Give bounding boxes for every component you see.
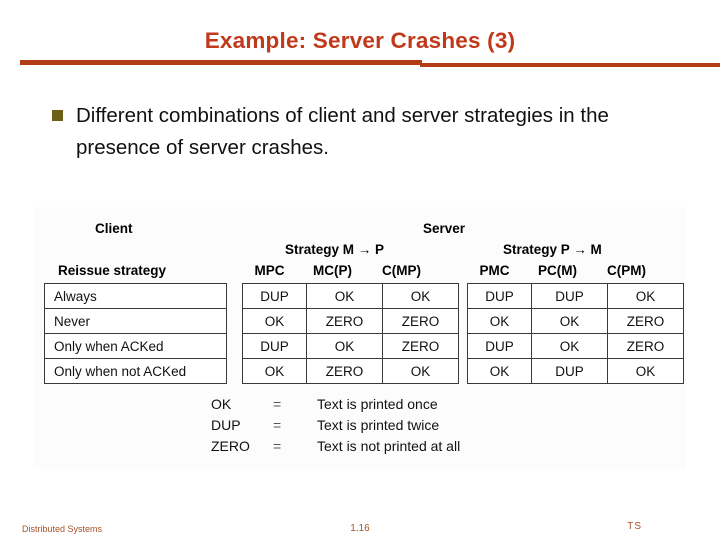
title-divider-right-segment bbox=[420, 63, 720, 67]
cell-mcp: ZERO bbox=[306, 308, 383, 334]
cell-strategy: Only when not ACKed bbox=[44, 358, 227, 384]
column-header-mpc: MPC bbox=[254, 263, 285, 278]
reissue-strategy-table: Always Never Only when ACKed Only when n… bbox=[44, 283, 227, 384]
bullet-item: Different combinations of client and ser… bbox=[52, 100, 672, 164]
column-header-reissue-strategy: Reissue strategy bbox=[58, 263, 167, 278]
legend-item: OK = Text is printed once bbox=[211, 396, 460, 417]
server-strategy-mp-table: DUP OK OK OK ZERO ZERO DUP OK ZERO OK ZE… bbox=[242, 283, 459, 384]
cell-pcm: OK bbox=[531, 333, 608, 359]
cell-strategy: Always bbox=[44, 283, 227, 309]
cell-strategy: Never bbox=[44, 308, 227, 334]
legend-equals: = bbox=[273, 438, 282, 454]
cell-cpm: ZERO bbox=[607, 333, 684, 359]
table-row: DUP OK ZERO bbox=[467, 333, 684, 359]
cell-cmp: ZERO bbox=[382, 333, 459, 359]
legend-key-zero: ZERO bbox=[211, 438, 250, 454]
table-row: DUP OK OK bbox=[242, 283, 459, 309]
table-row: OK ZERO OK bbox=[242, 358, 459, 384]
cell-mcp: ZERO bbox=[306, 358, 383, 384]
title-divider-left-segment bbox=[20, 60, 422, 65]
cell-cpm: OK bbox=[607, 283, 684, 309]
legend-desc-zero: Text is not printed at all bbox=[317, 438, 461, 454]
cell-cpm: ZERO bbox=[607, 308, 684, 334]
cell-mpc: OK bbox=[242, 308, 307, 334]
table-row: Always bbox=[44, 283, 227, 309]
cell-pcm: DUP bbox=[531, 358, 608, 384]
group-label-strategy-pm: Strategy P → M bbox=[503, 242, 602, 257]
figure-legend: OK = Text is printed once DUP = Text is … bbox=[211, 396, 460, 459]
cell-mcp: OK bbox=[306, 283, 383, 309]
cell-mpc: DUP bbox=[242, 333, 307, 359]
column-header-mcp: MC(P) bbox=[313, 263, 352, 278]
cell-pmc: OK bbox=[467, 358, 532, 384]
table-row: Never bbox=[44, 308, 227, 334]
column-header-cpm: C(PM) bbox=[607, 263, 646, 278]
title-divider bbox=[0, 60, 720, 70]
table-row: DUP DUP OK bbox=[467, 283, 684, 309]
table-row: OK ZERO ZERO bbox=[242, 308, 459, 334]
footer-page-number: 1.16 bbox=[350, 523, 370, 534]
column-header-pmc: PMC bbox=[479, 263, 510, 278]
square-bullet-icon bbox=[52, 110, 63, 121]
group-label-server: Server bbox=[423, 221, 466, 236]
column-header-pcm: PC(M) bbox=[538, 263, 577, 278]
cell-cmp: OK bbox=[382, 358, 459, 384]
cell-cmp: OK bbox=[382, 283, 459, 309]
legend-equals: = bbox=[273, 417, 282, 433]
legend-key-dup: DUP bbox=[211, 417, 241, 433]
cell-cpm: OK bbox=[607, 358, 684, 384]
bullet-text: Different combinations of client and ser… bbox=[76, 104, 609, 159]
cell-pcm: DUP bbox=[531, 283, 608, 309]
figure-panel: Client Server Strategy M → P Strategy P … bbox=[33, 207, 686, 469]
legend-item: ZERO = Text is not printed at all bbox=[211, 438, 460, 459]
cell-pmc: DUP bbox=[467, 283, 532, 309]
cell-mpc: OK bbox=[242, 358, 307, 384]
footer-author-initials: TS bbox=[627, 521, 642, 532]
table-row: Only when not ACKed bbox=[44, 358, 227, 384]
group-label-strategy-mp: Strategy M → P bbox=[285, 242, 385, 257]
legend-desc-ok: Text is printed once bbox=[317, 396, 438, 412]
table-row: OK DUP OK bbox=[467, 358, 684, 384]
legend-key-ok: OK bbox=[211, 396, 232, 412]
legend-equals: = bbox=[273, 396, 282, 412]
cell-cmp: ZERO bbox=[382, 308, 459, 334]
page-title: Example: Server Crashes (3) bbox=[204, 28, 516, 53]
server-strategy-pm-table: DUP DUP OK OK OK ZERO DUP OK ZERO OK DUP… bbox=[467, 283, 684, 384]
legend-item: DUP = Text is printed twice bbox=[211, 417, 460, 438]
cell-mpc: DUP bbox=[242, 283, 307, 309]
legend-desc-dup: Text is printed twice bbox=[317, 417, 440, 433]
cell-pmc: DUP bbox=[467, 333, 532, 359]
footer-course-name: Distributed Systems bbox=[22, 524, 103, 534]
cell-strategy: Only when ACKed bbox=[44, 333, 227, 359]
cell-mcp: OK bbox=[306, 333, 383, 359]
column-header-cmp: C(MP) bbox=[382, 263, 421, 278]
table-row: Only when ACKed bbox=[44, 333, 227, 359]
cell-pmc: OK bbox=[467, 308, 532, 334]
group-label-client: Client bbox=[95, 221, 133, 236]
cell-pcm: OK bbox=[531, 308, 608, 334]
table-row: DUP OK ZERO bbox=[242, 333, 459, 359]
table-row: OK OK ZERO bbox=[467, 308, 684, 334]
